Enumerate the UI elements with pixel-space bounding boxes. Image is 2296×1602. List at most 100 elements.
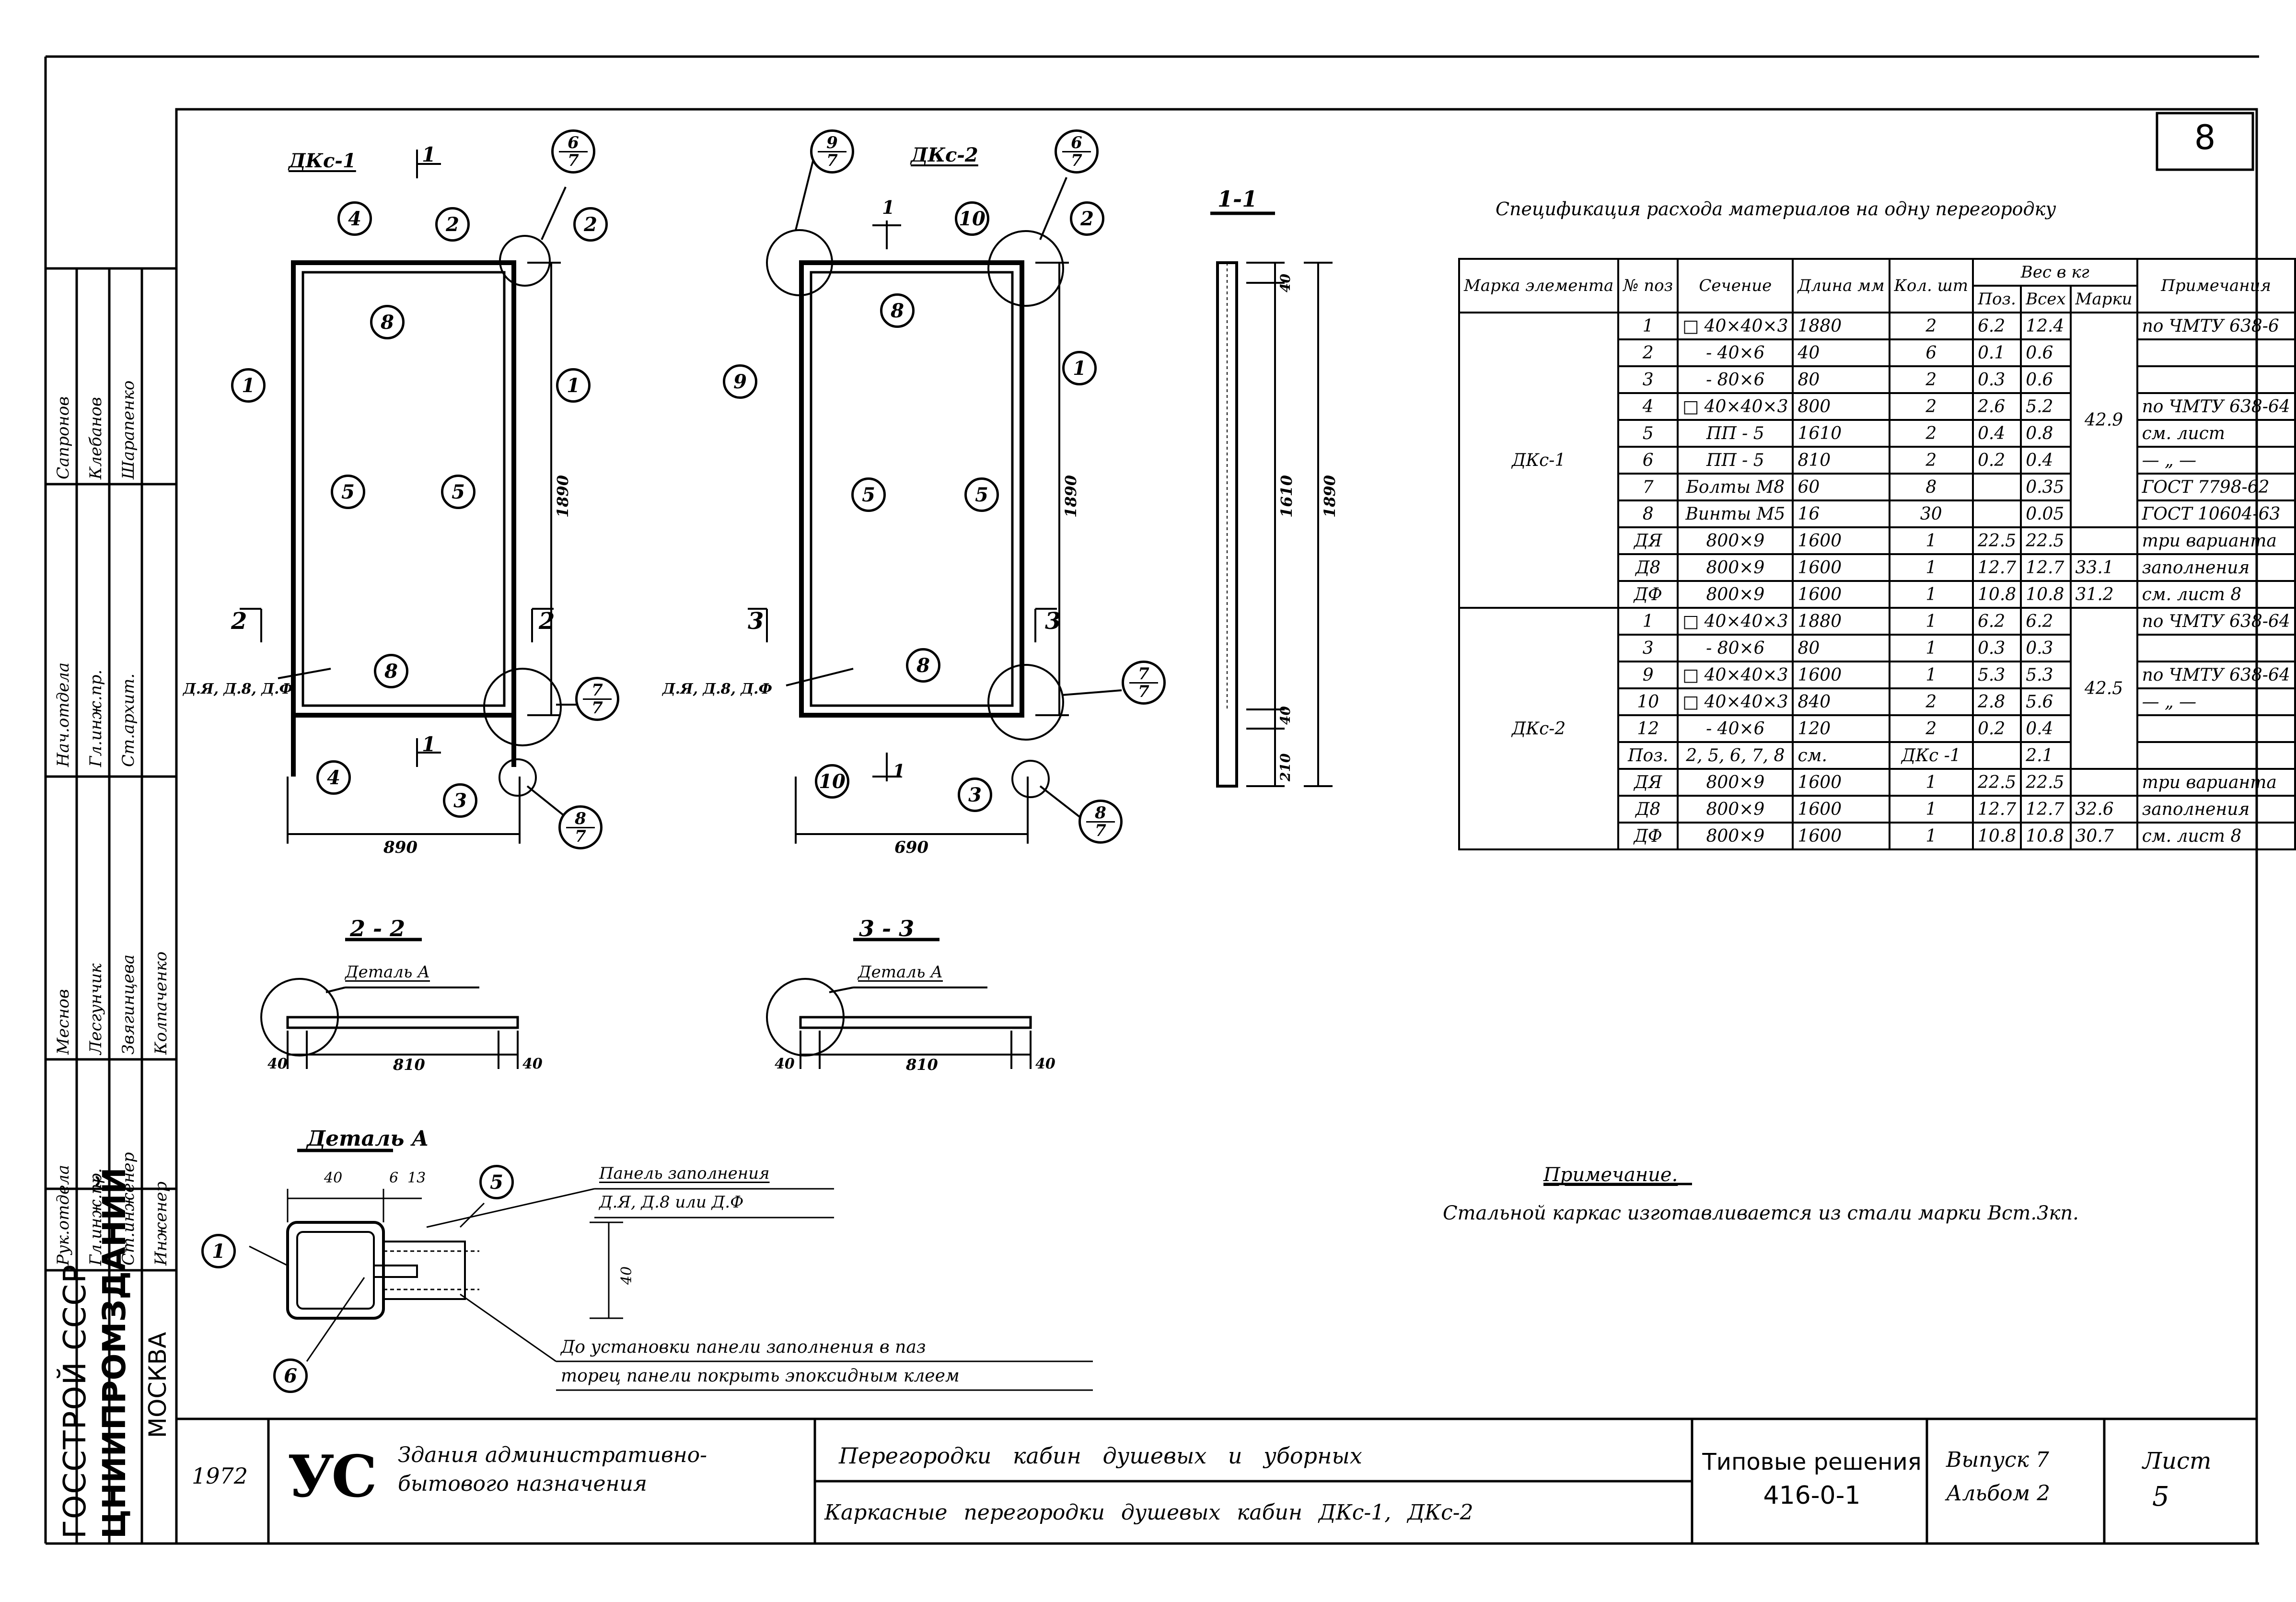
spec-note-cell: ГОСТ 7798-62 bbox=[2136, 473, 2296, 501]
spec-wpos-cell: 12.7 bbox=[1972, 553, 2022, 582]
spec-length-cell: 1880 bbox=[1792, 607, 1890, 636]
spec-note-cell: по ЧМТУ 638-64 bbox=[2136, 607, 2296, 636]
spec-wpos-cell bbox=[1972, 473, 2022, 501]
tb-title-2: Каркасные перегородки душевых кабин ДКс-… bbox=[824, 1500, 1473, 1525]
spec-qty-cell: 2 bbox=[1888, 419, 1974, 448]
col-qty: Кол. шт bbox=[1888, 258, 1974, 313]
dk2-title: ДКс-2 bbox=[911, 144, 978, 166]
spec-wall-cell: 10.8 bbox=[2020, 580, 2072, 609]
spec-length-cell: 60 bbox=[1792, 473, 1890, 501]
tb-series-1: Типовые решения bbox=[1702, 1449, 1922, 1475]
spec-wall-cell: 22.5 bbox=[2020, 526, 2072, 555]
dk1-title: ДКс-1 bbox=[289, 150, 356, 172]
spec-length-cell: 1600 bbox=[1792, 822, 1890, 850]
spec-pos-cell: 1 bbox=[1617, 607, 1679, 636]
section-3-3-detail-label: Деталь А bbox=[858, 963, 943, 982]
sig-role-0: Рук.отдела bbox=[54, 1164, 73, 1265]
spec-section-cell: Винты М5 bbox=[1677, 499, 1794, 528]
tb-year: 1972 bbox=[192, 1463, 248, 1489]
spec-section-cell: □ 40×40×3 bbox=[1677, 607, 1794, 636]
spec-wall-cell: 5.6 bbox=[2020, 687, 2072, 716]
spec-wall-cell: 0.4 bbox=[2020, 714, 2072, 743]
col-pos: № поз bbox=[1617, 258, 1679, 313]
sec22-dim-40a: 40 bbox=[267, 1056, 288, 1072]
spec-pos-cell: ДЯ bbox=[1617, 768, 1679, 797]
spec-length-cell: 1600 bbox=[1792, 580, 1890, 609]
dk1-frame bbox=[291, 260, 516, 777]
sig-name-6: Колпаченко bbox=[151, 951, 171, 1055]
spec-note-cell: см. лист bbox=[2136, 419, 2296, 448]
spec-wpos-cell: 12.7 bbox=[1972, 795, 2022, 824]
pos-5-callout-d: 5 bbox=[964, 477, 999, 512]
spec-wall-cell: 0.6 bbox=[2020, 338, 2072, 367]
spec-qty-cell: 2 bbox=[1888, 687, 1974, 716]
spec-note-cell: по ЧМТУ 638-6 bbox=[2136, 312, 2296, 340]
org-gosstroy: ГОССТРОЙ СССР bbox=[58, 1264, 93, 1539]
spec-pos-cell: 5 bbox=[1617, 419, 1679, 448]
spec-mark-cell: ДКс-2 bbox=[1458, 607, 1620, 850]
dk2-cut-mark-b: 1 bbox=[893, 760, 905, 782]
col-length: Длина мм bbox=[1792, 258, 1890, 313]
spec-note-cell: см. лист 8 bbox=[2136, 822, 2296, 850]
pos-6-callout: 8 bbox=[370, 305, 405, 339]
sig-name-5: Звягинцева bbox=[119, 954, 138, 1055]
spec-qty-cell: 2 bbox=[1888, 312, 1974, 340]
spec-length-cell: 1600 bbox=[1792, 768, 1890, 797]
detail-a-title: Деталь А bbox=[307, 1126, 429, 1151]
spec-qty-cell: 1 bbox=[1888, 634, 1974, 662]
spec-wpos-cell: 0.1 bbox=[1972, 338, 2022, 367]
sig-role-6: Ст.архит. bbox=[119, 673, 138, 767]
spec-wmark-cell bbox=[2069, 768, 2138, 797]
spec-note-cell: — „ — bbox=[2136, 687, 2296, 716]
sig-name-3: Меснов bbox=[54, 989, 73, 1055]
dk1-cut-mark-b: 1 bbox=[422, 732, 436, 756]
sheet-number-box bbox=[2156, 112, 2254, 171]
spec-qty-cell: 2 bbox=[1888, 446, 1974, 475]
spec-qty-cell: 2 bbox=[1888, 365, 1974, 394]
pos-1-callout-c: 1 bbox=[1062, 351, 1097, 385]
spec-note-cell: — „ — bbox=[2136, 446, 2296, 475]
org-moscow: МОСКВА bbox=[144, 1332, 172, 1438]
spec-wall-cell: 12.4 bbox=[2020, 312, 2072, 340]
spec-length-cell: 1600 bbox=[1792, 553, 1890, 582]
spec-pos-cell: 10 bbox=[1617, 687, 1679, 716]
spec-qty-cell: 30 bbox=[1888, 499, 1974, 528]
detail-dim-40-vert: 40 bbox=[618, 1266, 635, 1285]
section-1-1-title: 1-1 bbox=[1218, 186, 1258, 212]
spec-note-cell: заполнения bbox=[2136, 553, 2296, 582]
spec-section-cell: ПП - 5 bbox=[1677, 446, 1794, 475]
spec-length-cell: 16 bbox=[1792, 499, 1890, 528]
spec-note-cell bbox=[2136, 365, 2296, 394]
cut-3-right: 3 bbox=[1045, 608, 1061, 635]
dk1-width-dim: 890 bbox=[383, 838, 417, 857]
sig-name-4: Лесгунчик bbox=[86, 963, 105, 1055]
pos-5-callout-b: 5 bbox=[441, 475, 475, 509]
spec-wpos-cell: 2.8 bbox=[1972, 687, 2022, 716]
spec-length-cell: 1880 bbox=[1792, 312, 1890, 340]
spec-section-cell: □ 40×40×3 bbox=[1677, 392, 1794, 421]
detail-note-2: торец панели покрыть эпоксидным клеем bbox=[561, 1366, 960, 1386]
spec-wpos-cell: 0.2 bbox=[1972, 714, 2022, 743]
section-3-3-title: 3 - 3 bbox=[859, 916, 915, 941]
spec-pos-cell: 3 bbox=[1617, 634, 1679, 662]
pos-2-callout: 2 bbox=[435, 207, 470, 242]
spec-wpos-cell: 6.2 bbox=[1972, 312, 2022, 340]
spec-qty-cell: 2 bbox=[1888, 392, 1974, 421]
spec-qty-cell: 1 bbox=[1888, 607, 1974, 636]
spec-length-cell: 810 bbox=[1792, 446, 1890, 475]
spec-length-cell: см. bbox=[1792, 741, 1890, 770]
